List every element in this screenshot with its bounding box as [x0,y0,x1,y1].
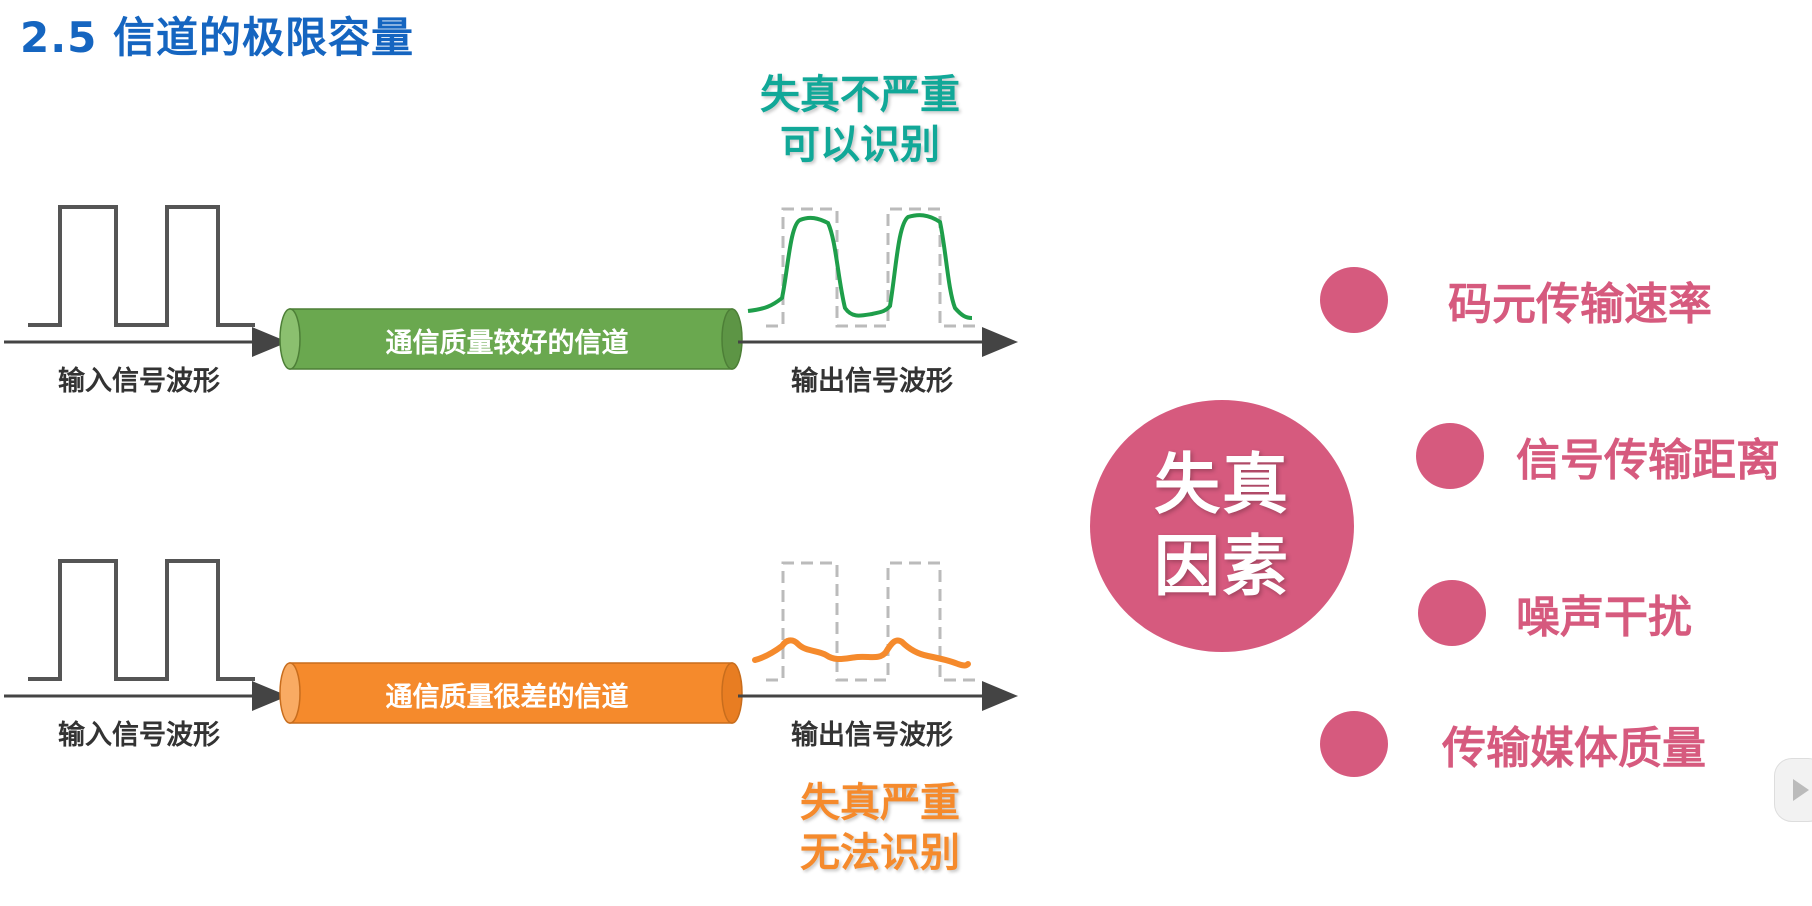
factor-symbol-rate: 码元传输速率 [1448,279,1712,330]
bad-output-label: 输出信号波形 [791,720,953,751]
distortion-factors-circle: 失真 因素 [1090,400,1354,652]
factor-center-line-2: 因素 [1154,528,1290,605]
bad-input-label: 输入信号波形 [58,720,220,751]
factor-bullet-1 [1320,267,1388,333]
bad-caption-line-1: 失真严重 [800,780,960,826]
factor-bullet-4 [1320,711,1388,777]
good-caption-line-1: 失真不严重 [760,72,960,118]
factor-noise: 噪声干扰 [1516,592,1692,643]
bad-caption-line-2: 无法识别 [800,830,960,876]
good-channel-pipe [279,308,743,370]
bad-distortion-caption: 失真严重 无法识别 [770,778,990,878]
factor-distance: 信号传输距离 [1516,435,1780,486]
good-input-waveform [28,205,255,327]
play-icon[interactable] [1774,758,1812,822]
bad-input-waveform [28,559,255,681]
bad-channel-pipe [279,662,743,724]
good-input-label: 输入信号波形 [58,366,220,397]
bad-channel-row [4,559,1018,724]
bad-output-waveform [752,637,971,669]
good-distortion-caption: 失真不严重 可以识别 [740,70,980,170]
bad-output-reference [766,561,975,682]
factor-medium-quality: 传输媒体质量 [1442,723,1706,774]
factor-center-line-1: 失真 [1154,445,1290,523]
factor-bullet-3 [1418,580,1486,646]
good-output-reference [766,207,975,328]
good-output-waveform [747,213,973,320]
good-channel-label: 通信质量较好的信道 [385,328,629,359]
bad-channel-label: 通信质量很差的信道 [385,682,629,713]
good-channel-row [4,205,1018,370]
good-caption-line-2: 可以识别 [780,122,940,168]
good-output-label: 输出信号波形 [791,366,953,397]
factor-bullet-2 [1416,423,1484,489]
page-title: 2.5 信道的极限容量 [20,13,415,62]
